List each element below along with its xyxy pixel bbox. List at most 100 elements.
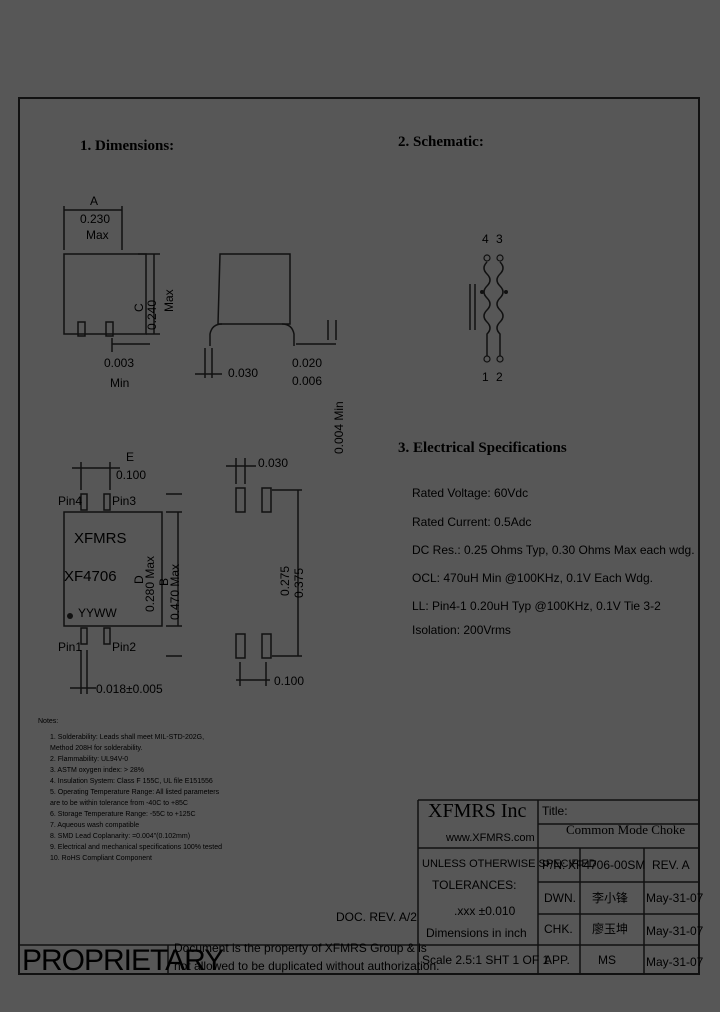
- schematic-pin4-terminal: [483, 254, 491, 262]
- dim-100-pad: 0.100: [274, 674, 305, 688]
- dim-004-min: 0.004 Min: [332, 401, 346, 454]
- note-item: 6. Storage Temperature Range: -55C to +1…: [50, 811, 196, 818]
- note-item: 9. Electrical and mechanical specificati…: [50, 844, 222, 851]
- dim-b-value: 0.470 Max: [168, 563, 182, 620]
- schematic-dot-right: [504, 290, 508, 294]
- side-view-lead-left: [209, 323, 223, 346]
- pin1-label: Pin1: [58, 640, 83, 654]
- pin4-label: Pin4: [58, 494, 83, 508]
- dim-d-value: 0.280 Max: [143, 555, 157, 612]
- app-date: May-31-07: [646, 955, 704, 969]
- pad-top-right: [261, 487, 272, 513]
- dim-006-value: 0.006: [292, 374, 323, 388]
- dim-e-value: 0.100: [116, 468, 147, 482]
- side-view-lead-right: [281, 323, 295, 346]
- spec-leakage-inductance: LL: Pin4-1 0.20uH Typ @100KHz, 0.1V Tie …: [412, 599, 661, 613]
- proprietary-notice-line1: Document is the property of XFMRS Group …: [174, 941, 427, 955]
- schematic-pin2-label: 2: [496, 370, 503, 384]
- spec-rated-voltage: Rated Voltage: 60Vdc: [412, 486, 529, 500]
- dim-275-value: 0.275: [278, 565, 292, 596]
- spec-isolation: Isolation: 200Vrms: [412, 623, 511, 637]
- pin1-marker-dot: [67, 613, 73, 619]
- scale-sheet: Scale 2.5:1 SHT 1 OF 1: [422, 953, 550, 967]
- marking-brand: XFMRS: [74, 530, 127, 547]
- chk-date: May-31-07: [646, 924, 704, 938]
- title-label: Title:: [542, 804, 568, 818]
- note-item: 2. Flammability: UL94V-0: [50, 756, 129, 763]
- drawing-frame: [18, 97, 700, 975]
- dim-030-pad: 0.030: [258, 456, 289, 470]
- schematic-pin1-label: 1: [482, 370, 489, 384]
- top-view-body: [63, 511, 163, 627]
- company-website: www.XFMRS.com: [446, 832, 535, 844]
- tolerance-value: .xxx ±0.010: [454, 904, 516, 918]
- dim-c-letter: C: [132, 303, 146, 312]
- pad-top-left: [235, 487, 246, 513]
- doc-revision: DOC. REV. A/2: [336, 910, 417, 924]
- drawing-title: Common Mode Choke: [566, 822, 686, 837]
- marking-part: XF4706: [64, 568, 117, 585]
- company-name: XFMRS Inc: [428, 800, 527, 822]
- note-item: 4. Insulation System: Class F 155C, UL f…: [50, 778, 213, 785]
- dim-018-value: 0.018±0.005: [96, 682, 163, 696]
- pad-bottom-right: [261, 633, 272, 659]
- schematic-winding-right: [496, 261, 504, 356]
- notes-title: Notes:: [38, 718, 59, 725]
- note-item: 5. Operating Temperature Range: All list…: [50, 789, 220, 796]
- dim-020-value: 0.020: [292, 356, 323, 370]
- marking-date-code: YYWW: [78, 606, 117, 620]
- dim-c-value: 0.240: [145, 299, 159, 330]
- note-item: 7. Aqueous wash compatible: [50, 822, 140, 829]
- note-item: 3. ASTM oxygen index: > 28%: [50, 767, 144, 774]
- proprietary-banner: PROPRIETARY: [22, 944, 224, 977]
- chk-signature: 廖玉坤: [592, 922, 629, 936]
- schematic-heading: 2. Schematic:: [398, 134, 484, 150]
- spec-dc-resistance: DC Res.: 0.25 Ohms Typ, 0.30 Ohms Max ea…: [412, 543, 695, 557]
- pad-bottom-left: [235, 633, 246, 659]
- electrical-heading: 3. Electrical Specifications: [398, 440, 567, 456]
- revision: REV. A: [652, 858, 690, 872]
- note-item: are to be within tolerance from -40C to …: [50, 800, 188, 807]
- pin3-label: Pin3: [112, 494, 137, 508]
- chk-label: CHK.: [544, 922, 573, 936]
- front-view-lead-left: [77, 321, 86, 337]
- unless-specified: UNLESS OTHERWISE SPECIFIED: [422, 858, 597, 870]
- pn-label: P/N:: [542, 858, 566, 872]
- notes-list: 1. Solderability: Leads shall meet MIL-S…: [50, 732, 222, 864]
- front-view-body: [63, 253, 147, 335]
- tolerances-label: TOLERANCES:: [432, 878, 517, 892]
- dimensions-unit: Dimensions in inch: [426, 926, 527, 940]
- note-item: 10. RoHS Compliant Component: [50, 855, 152, 862]
- dim-e-letter: E: [126, 450, 135, 464]
- dim-003-min: Min: [110, 376, 130, 390]
- schematic-winding-left: [483, 261, 491, 356]
- app-label: APP.: [544, 953, 570, 967]
- part-number: XF4706-00SM: [568, 858, 646, 872]
- dim-a-max: Max: [86, 228, 109, 242]
- note-item: 1. Solderability: Leads shall meet MIL-S…: [50, 734, 205, 741]
- pin2-label: Pin2: [112, 640, 137, 654]
- spec-ocl: OCL: 470uH Min @100KHz, 0.1V Each Wdg.: [412, 571, 653, 585]
- note-item: Method 208H for solderability.: [50, 745, 143, 752]
- dim-a-letter: A: [90, 194, 99, 208]
- spec-rated-current: Rated Current: 0.5Adc: [412, 515, 532, 529]
- dwn-signature: 李小锋: [592, 891, 629, 905]
- dimensions-heading: 1. Dimensions:: [80, 138, 175, 154]
- schematic-dot-left: [480, 290, 484, 294]
- schematic-pin3-terminal: [496, 254, 504, 262]
- dwn-label: DWN.: [544, 891, 576, 905]
- dim-c-max: Max: [162, 289, 176, 312]
- side-view-body: [217, 253, 291, 325]
- dim-a-value: 0.230: [80, 212, 111, 226]
- proprietary-notice-line2: not allowed to be duplicated without aut…: [174, 959, 440, 973]
- dim-003-value: 0.003: [104, 356, 135, 370]
- schematic-pin4-label: 4: [482, 232, 489, 246]
- dwn-date: May-31-07: [646, 891, 704, 905]
- dim-030-side: 0.030: [228, 366, 259, 380]
- schematic-pin2-terminal: [496, 355, 504, 363]
- schematic-pin1-terminal: [483, 355, 491, 363]
- front-view-lead-right: [105, 321, 114, 337]
- note-item: 8. SMD Lead Coplanarity: =0.004"(0.102mm…: [50, 833, 191, 840]
- schematic-pin3-label: 3: [496, 232, 503, 246]
